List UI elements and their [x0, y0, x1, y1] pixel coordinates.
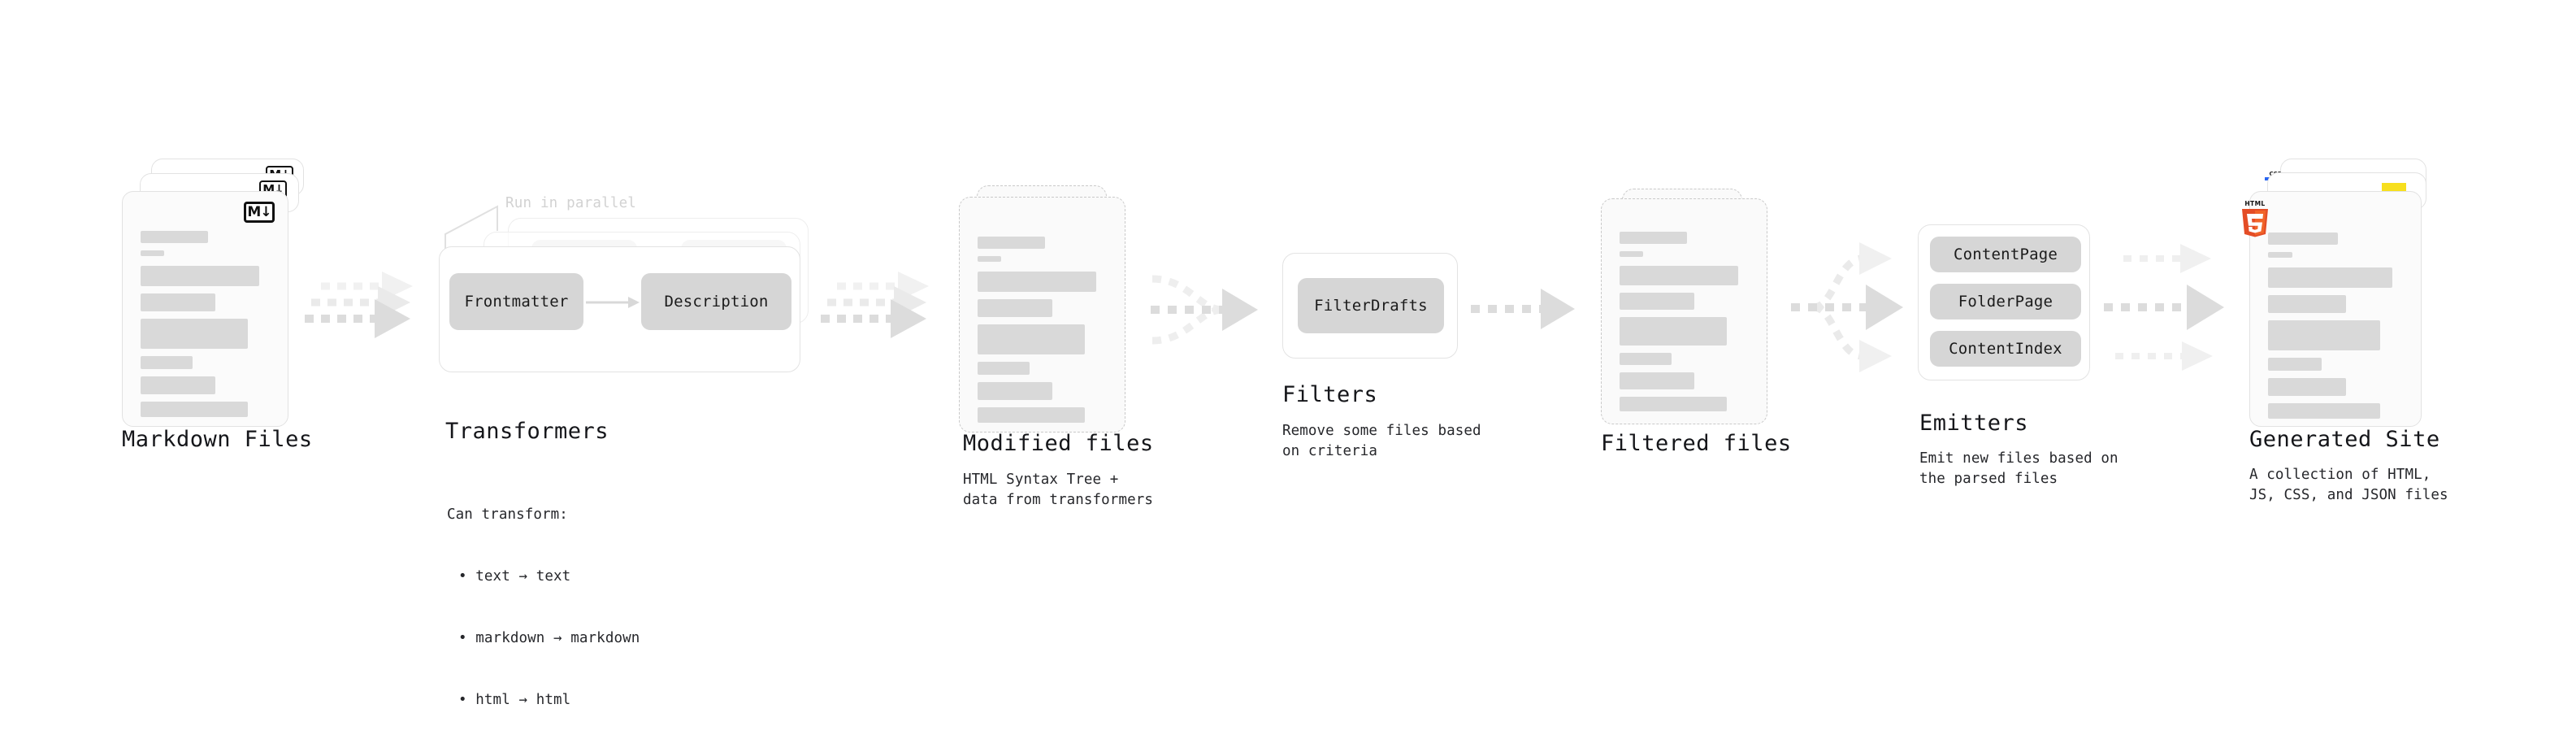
generated-file-stack: CSS HTML: [2242, 159, 2444, 427]
transformers-item-text: markdown → markdown: [475, 630, 640, 646]
emitters-subtitle: Emit new files based on the parsed files: [1919, 450, 2118, 488]
markdown-doc-front: M↓: [122, 191, 288, 427]
transformer-arrow-icon: [586, 297, 640, 308]
modified-doc-content: [978, 237, 1107, 430]
transformers-item-text: text → text: [475, 567, 571, 585]
filtered-doc-content: [1620, 232, 1749, 419]
modified-doc-front: [959, 197, 1125, 433]
emitter-chip-contentpage[interactable]: ContentPage: [1930, 237, 2081, 272]
transformers-subtitle: Can transform: • text → text • markdown …: [447, 463, 640, 752]
markdown-doc-content: [141, 231, 270, 424]
emitter-chip-contentindex[interactable]: ContentIndex: [1930, 331, 2081, 367]
emitter-chip-folderpage[interactable]: FolderPage: [1930, 284, 2081, 319]
pipeline-diagram: M↓ M↓ M↓ Markdown Files: [122, 159, 2448, 708]
stacked-dashed-arrow-icon: [305, 272, 413, 338]
generated-site-subtitle: A collection of HTML, JS, CSS, and JSON …: [2249, 467, 2448, 504]
transformers-item-text: html → html: [475, 692, 571, 709]
emitters-title: Emitters: [1919, 411, 2029, 436]
merge-dashed-arrow-icon: [1151, 275, 1258, 345]
branch-dashed-arrow-icon: [1791, 242, 1903, 372]
generated-doc-content: [2268, 233, 2403, 426]
triple-dashed-arrow-icon: [2104, 244, 2224, 371]
arrow-markdown-to-transformers: [305, 268, 427, 350]
stage-generated-site: CSS HTML: [2242, 159, 2444, 427]
filter-chip-filterdrafts[interactable]: FilterDrafts: [1298, 278, 1444, 333]
markdown-badge-icon: M↓: [244, 202, 275, 223]
filtered-file-stack: [1601, 189, 1788, 449]
modified-files-title: Modified files: [963, 431, 1154, 456]
stage-filtered-files: [1601, 189, 1788, 449]
transformers-subtitle-item: • html → html: [458, 692, 571, 709]
run-in-parallel-bracket-icon: [445, 205, 498, 259]
html5-badge-icon: HTML: [2242, 200, 2268, 237]
generated-doc-front-html: HTML: [2242, 191, 2422, 427]
transformers-subtitle-heading: Can transform:: [447, 506, 568, 523]
transformers-subtitle-item: • markdown → markdown: [458, 630, 640, 646]
single-dashed-arrow-icon: [1471, 289, 1575, 329]
stacked-dashed-arrow-icon: [821, 272, 929, 338]
filters-box: FilterDrafts: [1282, 253, 1458, 359]
filtered-files-title: Filtered files: [1601, 431, 1792, 456]
run-in-parallel-note: Run in parallel: [505, 195, 637, 211]
transformer-chip-description[interactable]: Description: [641, 273, 791, 330]
arrow-emitters-to-site: [2101, 236, 2243, 378]
modified-file-stack: [959, 185, 1146, 446]
svg-text:HTML: HTML: [2244, 200, 2265, 207]
generated-site-title: Generated Site: [2249, 427, 2440, 452]
arrow-filtered-to-emitters: [1780, 236, 1914, 378]
arrow-transformers-to-modified: [821, 268, 943, 350]
modified-files-subtitle: HTML Syntax Tree + data from transformer…: [963, 472, 1153, 509]
stage-markdown-files: M↓ M↓ M↓: [122, 159, 309, 427]
filtered-doc-front: [1601, 198, 1767, 424]
stage-modified-files: [959, 185, 1146, 446]
filters-subtitle: Remove some files based on criteria: [1282, 423, 1481, 460]
arrow-modified-to-filters: [1138, 264, 1268, 358]
transformer-chip-frontmatter[interactable]: Frontmatter: [449, 273, 583, 330]
arrow-filters-to-filtered: [1471, 285, 1585, 333]
filters-title: Filters: [1282, 382, 1378, 407]
markdown-files-title: Markdown Files: [122, 427, 313, 452]
transformers-title: Transformers: [445, 419, 609, 444]
emitters-box: ContentPage FolderPage ContentIndex: [1918, 224, 2090, 380]
markdown-file-stack: M↓ M↓ M↓: [122, 159, 309, 427]
transformer-box-front: Frontmatter Description: [439, 246, 800, 372]
transformers-subtitle-item: • text → text: [458, 567, 571, 585]
